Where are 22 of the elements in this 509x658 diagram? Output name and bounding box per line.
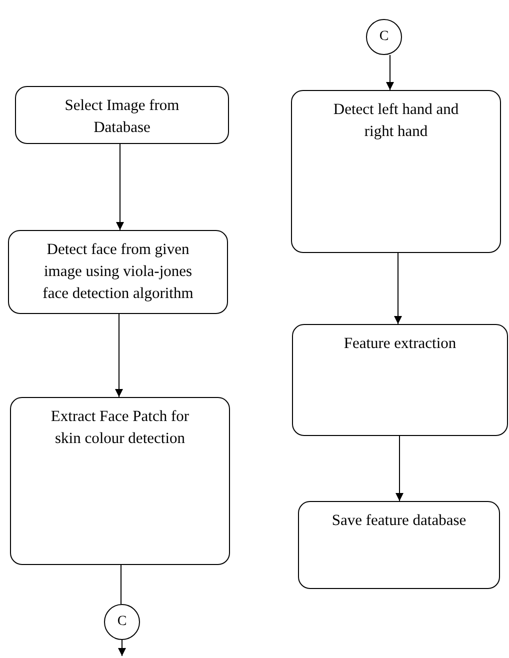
box-text: Detect face from given image using viola-jones face detection algorithm — [42, 240, 194, 304]
arrow — [394, 252, 402, 324]
box-text: Detect left hand and right hand — [332, 100, 460, 142]
arrow — [396, 436, 404, 502]
process-box — [10, 397, 230, 565]
arrow — [118, 640, 126, 656]
arrow — [116, 144, 124, 230]
box-text: C — [379, 28, 389, 46]
box-text: Feature extraction — [344, 334, 456, 354]
box-text: Extract Face Patch for skin colour detection — [50, 407, 190, 449]
box-text: Save feature database — [332, 511, 466, 531]
process-box — [298, 501, 500, 589]
box-text: C — [117, 613, 127, 631]
process-box — [8, 230, 228, 314]
arrow — [386, 54, 394, 90]
connector-circle — [366, 19, 402, 55]
process-box — [292, 324, 508, 436]
process-box — [15, 86, 229, 144]
box-text: Select Image from Database — [64, 96, 180, 138]
connector-circle — [104, 604, 140, 640]
process-box — [291, 90, 501, 253]
arrow — [115, 314, 123, 398]
